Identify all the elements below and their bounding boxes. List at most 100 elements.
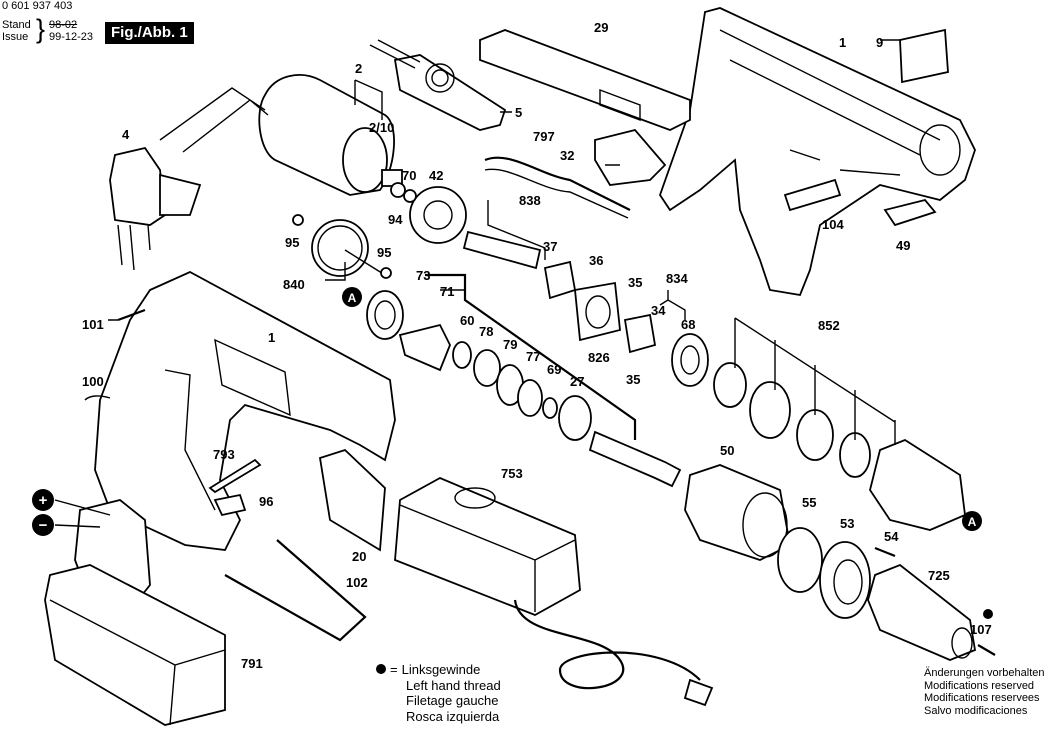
coupling-37 [543, 260, 577, 300]
left-hand-thread-dot [983, 609, 993, 619]
ring-gear-73 [366, 290, 404, 340]
part-label-753: 753 [501, 466, 523, 481]
legend-text-es: Rosca izquierda [406, 708, 500, 724]
wing-71 [398, 323, 451, 372]
direction-slider [369, 39, 507, 131]
part-label-793: 793 [213, 447, 235, 462]
housing-half-left [94, 270, 396, 551]
notice-en: Modifications reserved [924, 679, 1035, 692]
part-label-27: 27 [570, 374, 584, 389]
ref-marker-a-left-text: A [348, 291, 357, 305]
part-label-29: 29 [594, 20, 608, 35]
stand-label: Stand [2, 19, 31, 31]
part-label-69: 69 [547, 362, 561, 377]
brace-glyph: } [36, 14, 46, 44]
part-label-70: 70 [402, 168, 416, 183]
ref-marker-a-left [342, 287, 362, 307]
drill-spindle [588, 430, 682, 488]
document-number: 0 601 937 403 [2, 0, 73, 12]
label-plate [899, 28, 949, 84]
legend-equals: = [390, 662, 398, 677]
cage-36 [574, 281, 621, 342]
screw-101 [117, 308, 146, 322]
part-label-60: 60 [460, 313, 474, 328]
part-label-36: 36 [589, 253, 603, 268]
torque-sleeve [684, 464, 792, 561]
left-hand-thread-symbol-icon [376, 664, 386, 674]
issue-label: Issue [2, 31, 29, 43]
battery-charger [394, 477, 714, 707]
ref-marker-a-right [962, 511, 982, 531]
clutch-ring-1 [713, 362, 747, 408]
part-label-34: 34 [651, 303, 666, 318]
battery-pack [44, 499, 226, 726]
planet-shaft [462, 230, 542, 270]
part-label-78: 78 [479, 324, 493, 339]
part-label-834: 834 [666, 271, 688, 286]
stand-value-struck: 98-02 [49, 19, 78, 31]
clutch-ring-2 [749, 381, 791, 439]
switch-cover [479, 29, 691, 131]
trigger-switch [109, 146, 202, 271]
bearing-27 [558, 395, 592, 441]
part-label-102: 102 [346, 575, 368, 590]
part-label-107: 107 [970, 622, 992, 637]
part-label-100: 100 [82, 374, 104, 389]
bearing-94 [390, 182, 406, 198]
plate-55 [777, 527, 823, 593]
circuit-board [783, 178, 842, 212]
screwdriver-bit [208, 458, 262, 494]
gear-42 [409, 186, 467, 244]
notice-es: Salvo modificaciones [924, 704, 1028, 717]
minus-sign: − [39, 517, 48, 534]
part-label-4: 4 [122, 127, 130, 142]
keyless-chuck [867, 563, 977, 661]
part-label-55: 55 [802, 495, 816, 510]
wrist-strap [484, 156, 631, 211]
speed-switch [594, 128, 667, 186]
gear-housing [869, 438, 966, 531]
part-label-2: 2 [355, 61, 362, 76]
figure-label: Fig./Abb. 1 [105, 22, 194, 44]
part-label-838: 838 [519, 193, 541, 208]
clip-part [883, 198, 937, 227]
plus-sign: + [39, 492, 48, 509]
part-label-5: 5 [515, 105, 522, 120]
spring-60 [452, 341, 472, 369]
legend-text-fr: Filetage gauche [406, 693, 499, 708]
part-label-37: 37 [543, 239, 557, 254]
motor [159, 74, 403, 196]
wire-100 [84, 395, 111, 401]
washer-70 [403, 189, 417, 203]
legend-text-de: Linksgewinde [401, 662, 481, 677]
wire-loop-102 [224, 539, 367, 642]
plus-terminal-icon [32, 489, 54, 511]
part-label-826: 826 [588, 350, 610, 365]
washer-78 [473, 349, 501, 387]
screw-107 [977, 644, 996, 656]
part-label-1-top: 1 [839, 35, 846, 50]
part-label-791: 791 [241, 656, 263, 671]
part-label-20: 20 [352, 549, 366, 564]
label-plate-20 [318, 448, 386, 552]
part-label-35-top: 35 [628, 275, 642, 290]
notice-de: Änderungen vorbehalten [924, 667, 1045, 679]
washer-77 [517, 379, 543, 417]
part-label-2-10: 2/10 [369, 120, 394, 135]
part-label-50: 50 [720, 443, 734, 458]
part-label-32: 32 [560, 148, 574, 163]
part-label-94: 94 [388, 212, 403, 227]
bearing-68 [671, 333, 709, 387]
spindle-lock-34 [623, 313, 657, 354]
part-label-101: 101 [82, 317, 104, 332]
part-label-49: 49 [896, 238, 910, 253]
part-label-35-bottom: 35 [626, 372, 640, 387]
part-label-1-left: 1 [268, 330, 275, 345]
part-label-79: 79 [503, 337, 517, 352]
ring-69 [542, 397, 558, 419]
part-label-68: 68 [681, 317, 695, 332]
part-label-725: 725 [928, 568, 950, 583]
part-label-797: 797 [533, 129, 555, 144]
part-label-54: 54 [884, 529, 899, 544]
